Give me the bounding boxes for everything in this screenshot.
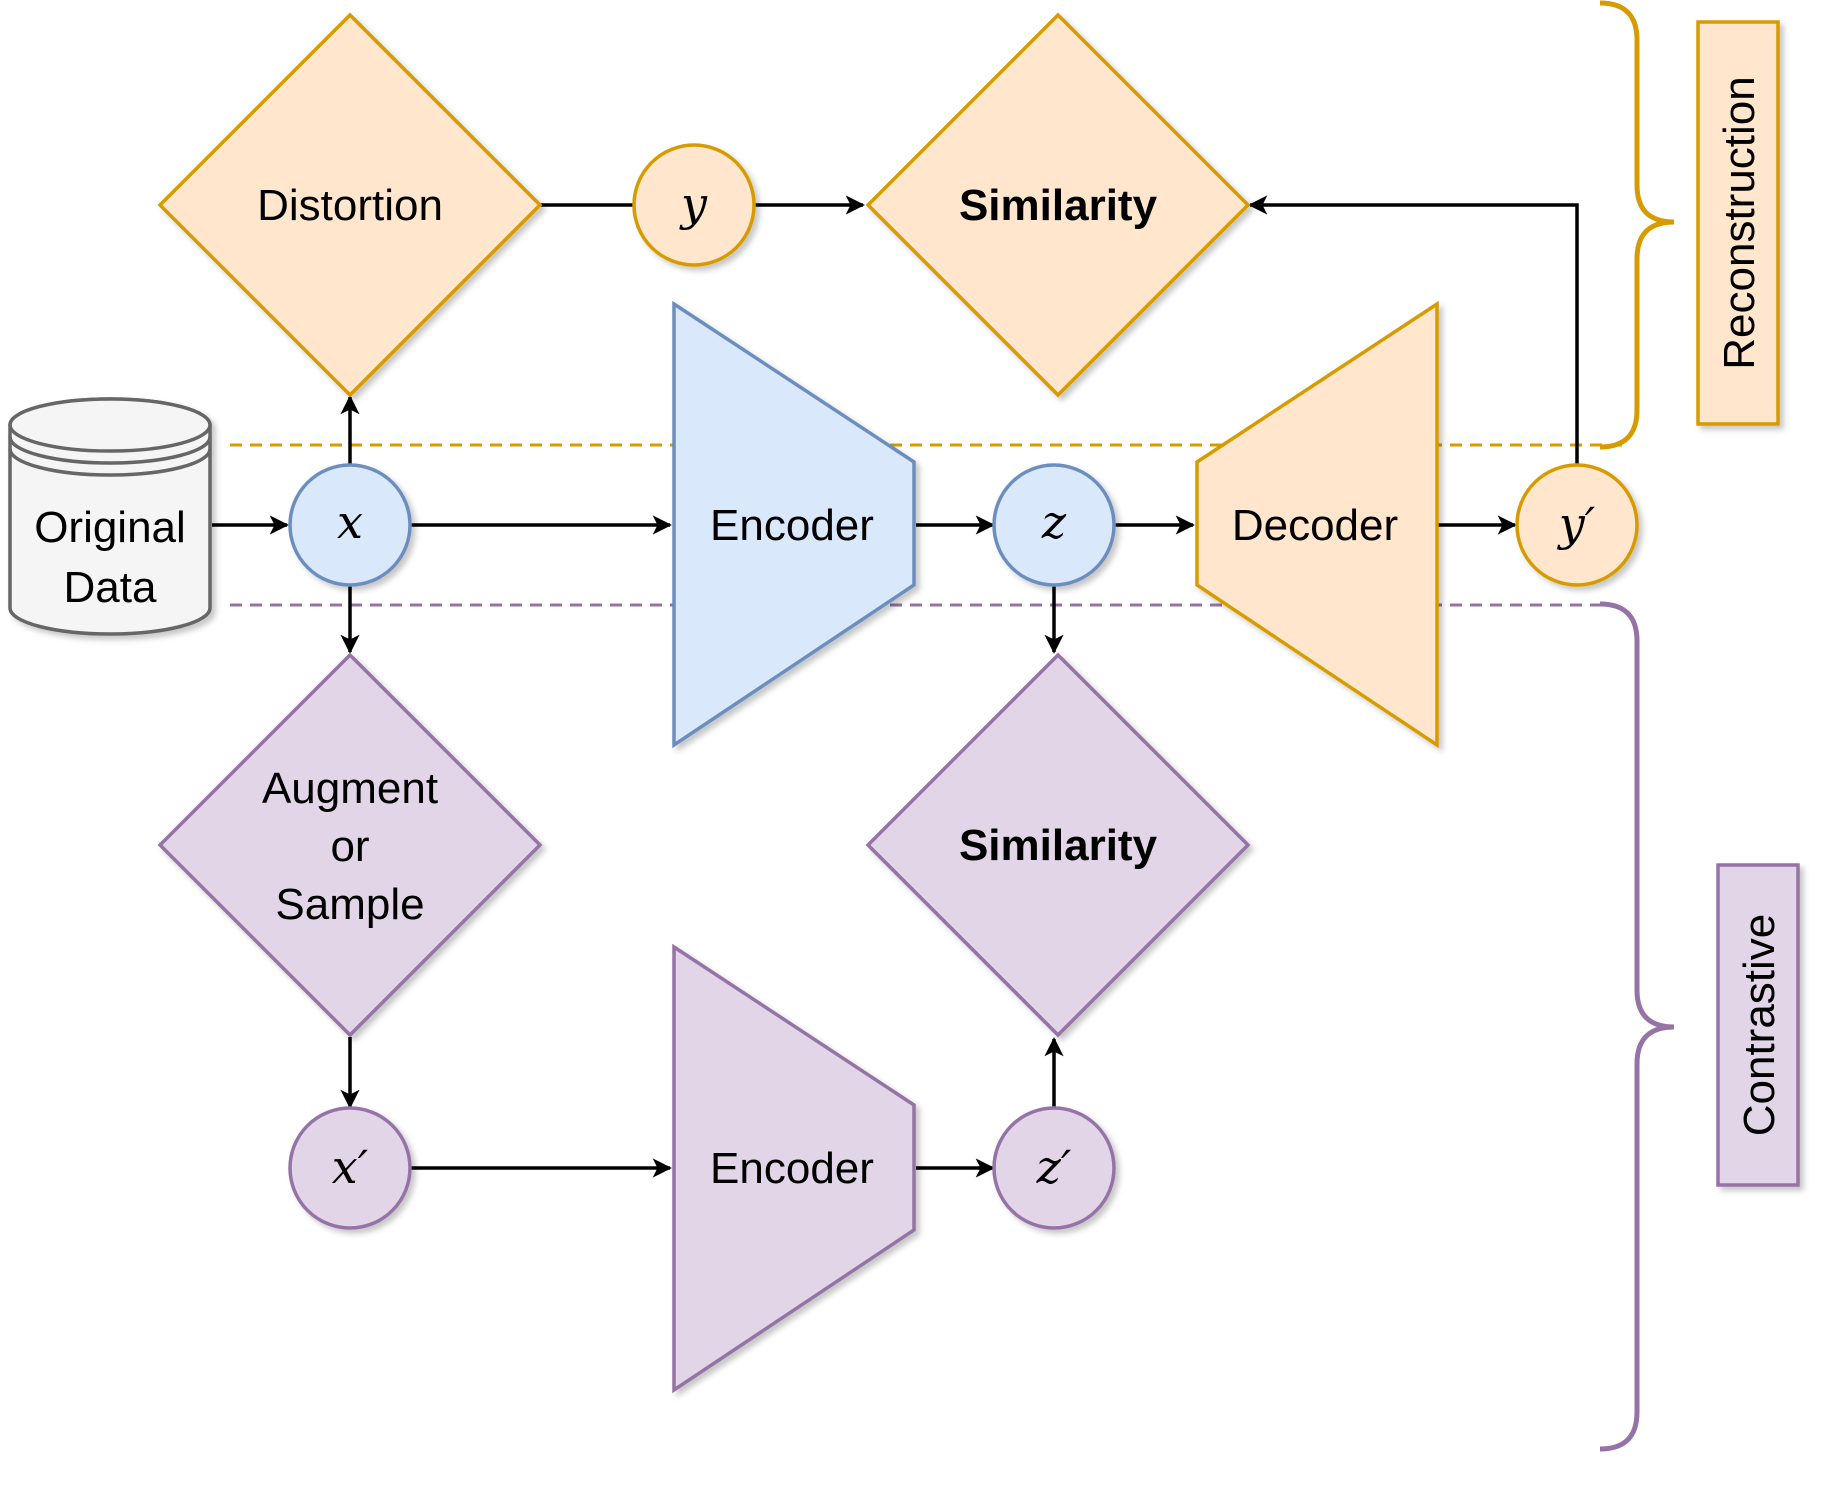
y-prime-node [1515, 463, 1639, 587]
decoder-node [1195, 300, 1439, 749]
original-data-label-1: Original [34, 503, 186, 552]
x-prime-node [288, 1106, 412, 1230]
similarity-top-label: Similarity [959, 181, 1158, 230]
reconstruction-brace [1599, 0, 1675, 450]
distortion-label: Distortion [257, 181, 443, 230]
similarity-bottom-node [865, 652, 1251, 1038]
reconstruction-label: Reconstruction [1715, 76, 1764, 369]
similarity-bottom-label: Similarity [959, 821, 1158, 870]
original-data-node [8, 397, 212, 636]
edge-yprime-to-similarity [1248, 195, 1579, 464]
z-prime-node [992, 1106, 1116, 1230]
z-prime-label: z′ [1036, 1140, 1072, 1194]
similarity-top-node [865, 12, 1251, 398]
y-node [632, 143, 756, 267]
y-prime-label: y′ [1557, 497, 1596, 551]
x-label: x [337, 495, 363, 549]
encoder-bottom-label: Encoder [710, 1144, 874, 1193]
encoder-top-node [672, 300, 916, 749]
z-node [992, 463, 1116, 587]
encoder-top-label: Encoder [710, 501, 874, 550]
decoder-label: Decoder [1232, 501, 1398, 550]
augment-label-2: or [330, 822, 369, 871]
contrastive-brace [1599, 601, 1675, 1452]
contrastive-label: Contrastive [1735, 914, 1784, 1137]
y-label: y [679, 177, 708, 231]
original-data-label-2: Data [64, 563, 157, 612]
z-label: z [1041, 495, 1067, 549]
augment-or-sample-node [157, 652, 543, 1038]
x-prime-label: x′ [332, 1140, 369, 1194]
database-top [8, 397, 212, 453]
reconstruction-label-box [1696, 20, 1780, 426]
database-band-1 [8, 436, 212, 465]
edges [212, 195, 1579, 1178]
contrastive-label-box [1716, 863, 1800, 1187]
augment-label-1: Augment [262, 764, 438, 813]
encoder-bottom-node [672, 943, 916, 1394]
x-node [288, 463, 412, 587]
distortion-node [157, 12, 543, 398]
database-band-2 [8, 448, 212, 477]
augment-label-3: Sample [275, 880, 424, 929]
